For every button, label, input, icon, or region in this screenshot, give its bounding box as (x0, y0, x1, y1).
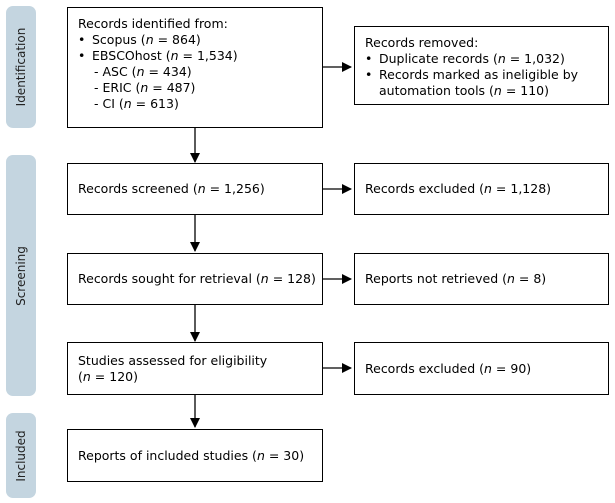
reports-not-retrieved-box: Reports not retrieved (n = 8) (354, 253, 609, 305)
removed-heading: Records removed: (365, 35, 479, 50)
removed-ineligible-cont: automation tools (n = 110) (379, 83, 550, 98)
removed-ineligible: Records marked as ineligible by (365, 67, 598, 83)
records-removed-box: Records removed: Duplicate records (n = … (354, 26, 609, 105)
identified-ebscohost: EBSCOhost (n = 1,534) (78, 48, 312, 64)
removed-duplicates: Duplicate records (n = 1,032) (365, 51, 598, 67)
included-studies-text: Reports of included studies (n = 30) (78, 447, 305, 463)
records-excluded-box: Records excluded (n = 1,128) (354, 163, 609, 215)
records-screened-box: Records screened (n = 1,256) (67, 163, 323, 215)
records-excluded-eligibility-text: Records excluded (n = 90) (365, 360, 532, 376)
phase-identification: Identification (6, 6, 36, 128)
identified-heading: Records identified from: (78, 16, 228, 31)
identified-eric: - ERIC (n = 487) (94, 80, 196, 95)
records-sought-box: Records sought for retrieval (n = 128) (67, 253, 323, 305)
identified-scopus: Scopus (n = 864) (78, 32, 312, 48)
included-studies-box: Reports of included studies (n = 30) (67, 429, 323, 482)
reports-not-retrieved-text: Reports not retrieved (n = 8) (365, 271, 547, 286)
records-sought-text: Records sought for retrieval (n = 128) (78, 271, 316, 286)
records-excluded-text: Records excluded (n = 1,128) (365, 181, 552, 196)
studies-assessed-line1: Studies assessed for eligibility (78, 352, 268, 368)
identified-ci: - CI (n = 613) (94, 96, 179, 111)
studies-assessed-box: Studies assessed for eligibility (n = 12… (67, 342, 323, 395)
identified-asc: - ASC (n = 434) (94, 64, 192, 79)
records-excluded-eligibility-box: Records excluded (n = 90) (354, 342, 609, 395)
records-screened-text: Records screened (n = 1,256) (78, 181, 265, 196)
records-identified-box: Records identified from: Scopus (n = 864… (67, 7, 323, 128)
phase-included: Included (6, 413, 36, 498)
phase-screening: Screening (6, 155, 36, 396)
studies-assessed-line2: (n = 120) (78, 368, 138, 384)
